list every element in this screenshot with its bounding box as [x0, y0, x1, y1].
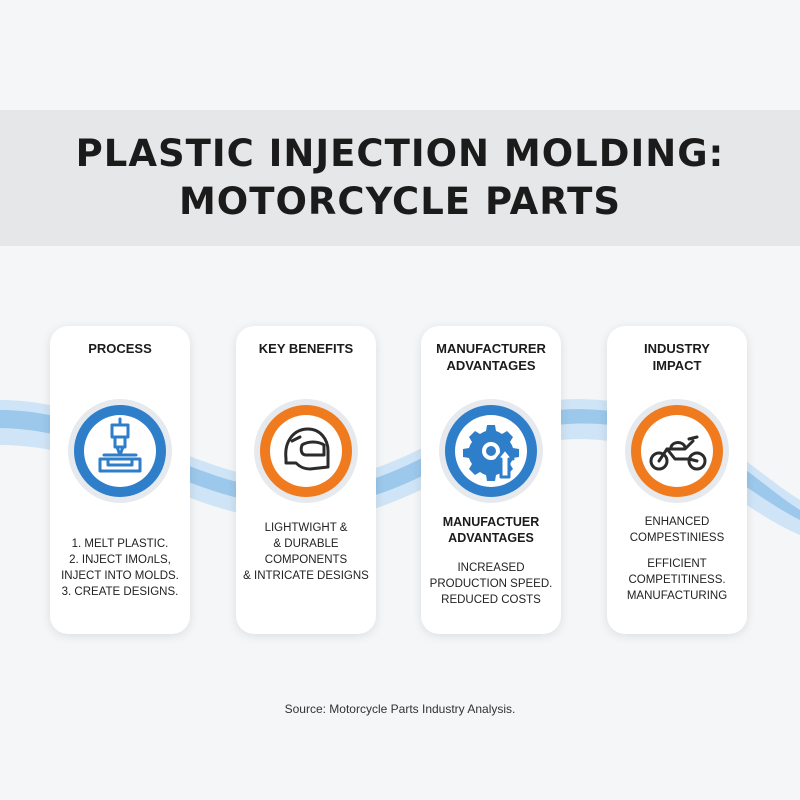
card-line: ENHANCED [644, 516, 710, 528]
card-description: 1. MELT PLASTIC. 2. INJECT IMOлLS, INJEC… [50, 536, 190, 600]
card-description: LIGHTWIGHT & & DURABLE COMPONENTS & INTR… [236, 520, 376, 584]
card-title-line: ADVANTAGES [446, 358, 536, 373]
title-banner: PLASTIC INJECTION MOLDING: MOTORCYCLE PA… [0, 110, 800, 246]
helmet-icon [252, 397, 360, 505]
card-subtitle-line: MANUFACTUER [442, 515, 540, 529]
card-line: EFFICIENT [647, 558, 707, 570]
card-line: MANUFACTURING [626, 590, 728, 602]
card-title-line: PROCESS [88, 341, 152, 356]
card-line: COMPESTINIESS [629, 532, 725, 544]
title-line-1: PLASTIC INJECTION MOLDING: [75, 132, 725, 175]
card-title-line: KEY BENEFITS [258, 341, 354, 356]
card-line: INJECT INTO MOLDS. [61, 570, 179, 582]
card-description: ENHANCED COMPESTINIESS EFFICIENT COMPETI… [607, 514, 747, 604]
card-title-line: MANUFACTURER [436, 341, 546, 356]
card-line: INCREASED [457, 562, 525, 574]
card-title: INDUSTRY IMPACT [607, 340, 747, 374]
card-line: & DURABLE [273, 538, 339, 550]
card-title: KEY BENEFITS [236, 340, 376, 357]
card-title-line: INDUSTRY [644, 341, 710, 356]
source-caption: Source: Motorcycle Parts Industry Analys… [284, 702, 516, 716]
card-line: COMPONENTS [264, 554, 348, 566]
card-title-line: IMPACT [652, 358, 702, 373]
card-title: PROCESS [50, 340, 190, 357]
title-line-2: MOTORCYCLE PARTS [178, 180, 622, 223]
card-key-benefits: KEY BENEFITS LIGHTWIGHT & & DURABLE COMP… [236, 326, 376, 634]
card-line: PRODUCTION SPEED. [429, 578, 553, 590]
card-industry-impact: INDUSTRY IMPACT ENHANCED COMPESTINIESS E… [607, 326, 747, 634]
card-line: 2. INJECT IMOлLS, [69, 554, 171, 566]
card-manufacturer-advantages: MANUFACTURER ADVANTAGES MANUFACTUER ADVA… [421, 326, 561, 634]
card-line: & INTRICATE DESIGNS [243, 570, 369, 582]
card-line: COMPETITINESS. [628, 574, 726, 586]
card-line: 1. MELT PLASTIC. [71, 538, 169, 550]
motorcycle-icon [623, 397, 731, 505]
injection-machine-icon [66, 397, 174, 505]
gear-arrow-icon [437, 397, 545, 505]
card-process: PROCESS 1. MELT PLASTIC. 2. INJECT IMOлL… [50, 326, 190, 634]
card-line: LIGHTWIGHT & [264, 522, 348, 534]
card-title: MANUFACTURER ADVANTAGES [421, 340, 561, 374]
card-subtitle-line: ADVANTAGES [448, 531, 534, 545]
card-subtitle: MANUFACTUER ADVANTAGES [421, 514, 561, 546]
card-line: REDUCED COSTS [441, 594, 541, 606]
card-line: 3. CREATE DESIGNS. [61, 586, 179, 598]
card-description: INCREASED PRODUCTION SPEED. REDUCED COST… [421, 560, 561, 608]
